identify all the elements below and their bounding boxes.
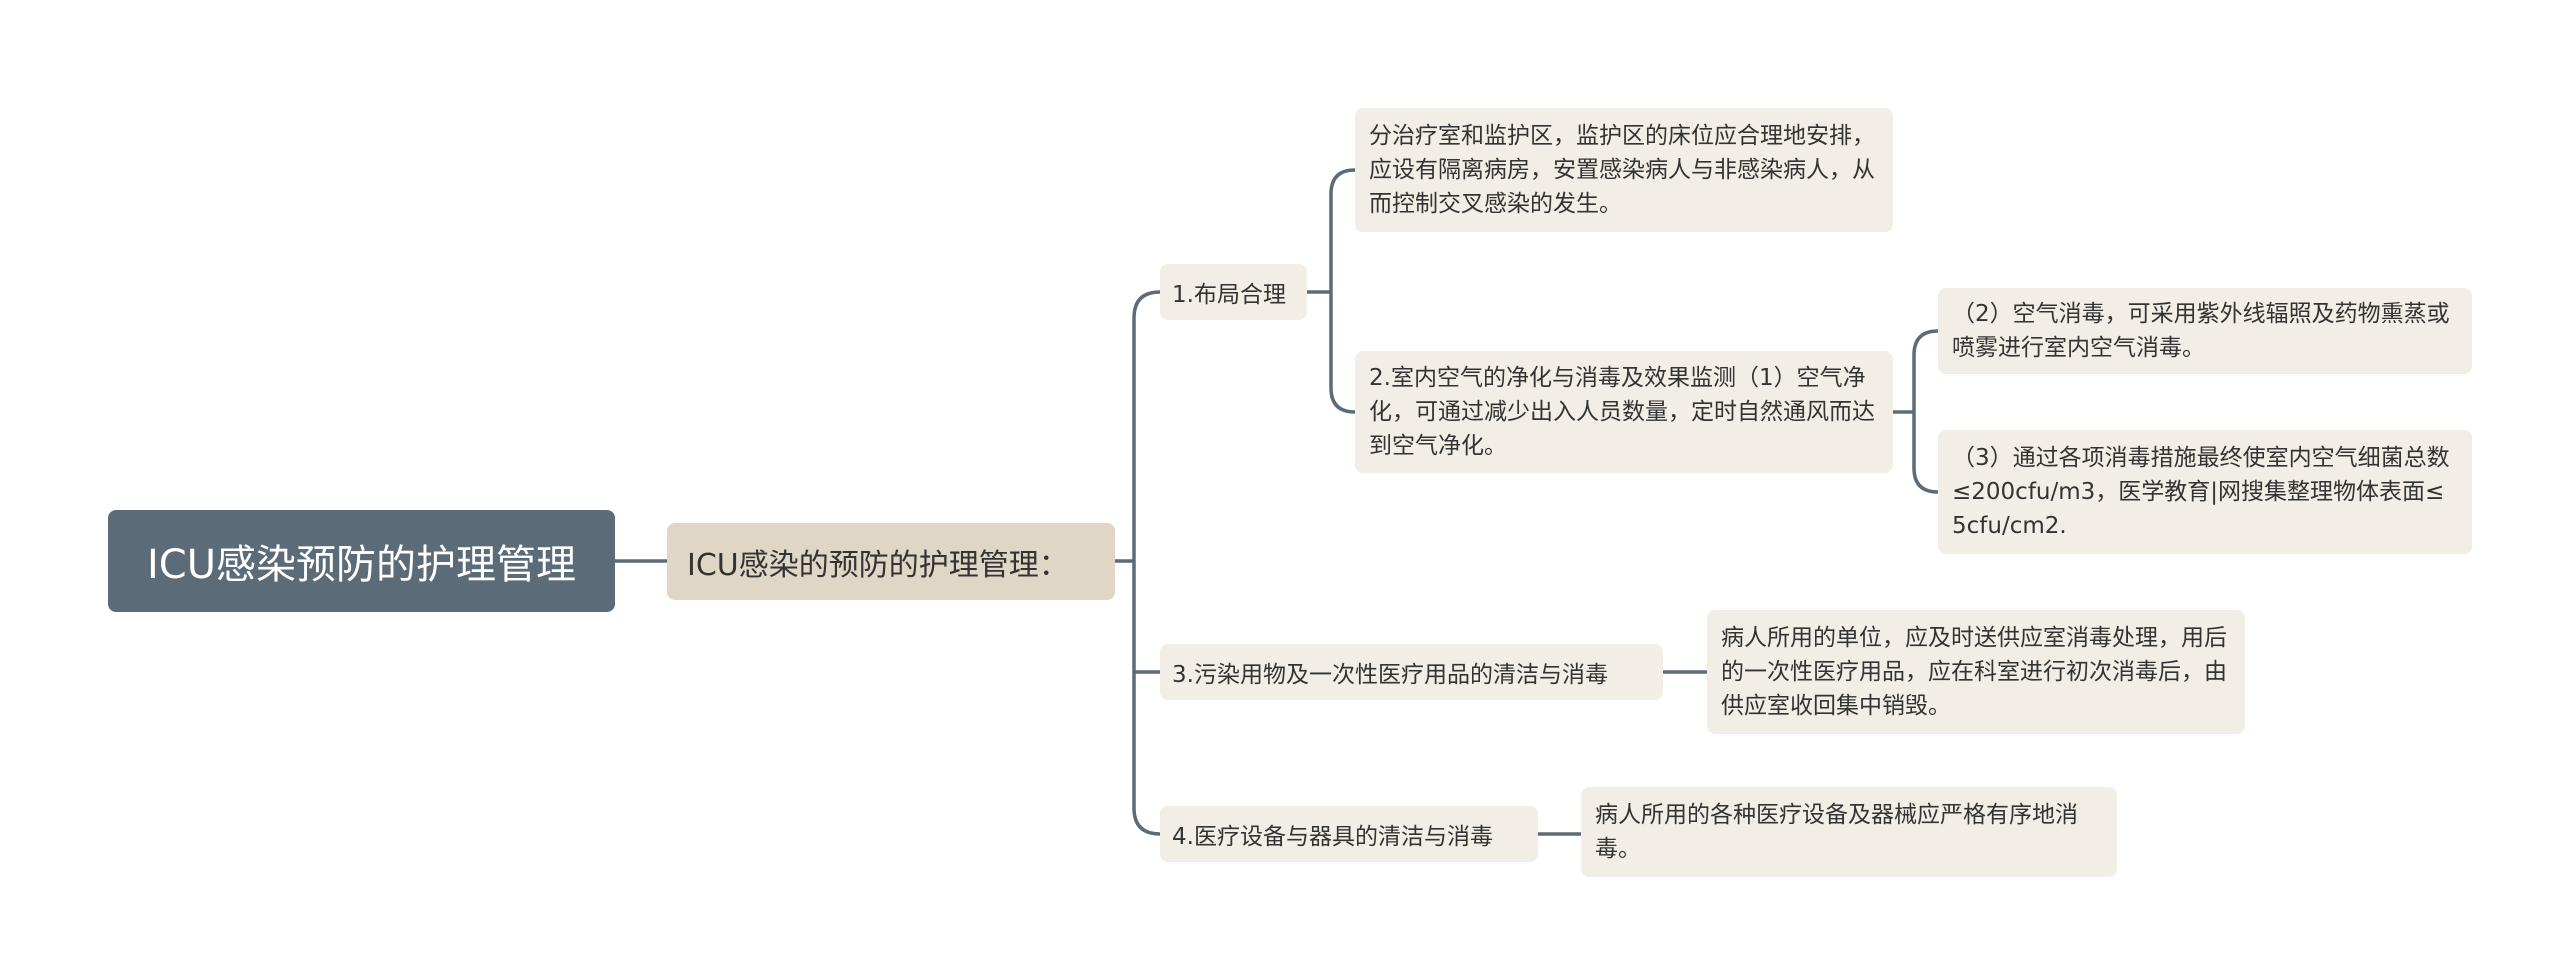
connector-branch1-children [1305, 168, 1357, 414]
branch-layout-label: 1.布局合理 [1172, 282, 1286, 308]
branch-contaminated-items-node[interactable]: 3.污染用物及一次性医疗用品的清洁与消毒 [1160, 644, 1663, 700]
branch-contaminated-items-label: 3.污染用物及一次性医疗用品的清洁与消毒 [1172, 662, 1608, 688]
node-air-purification-text: 2.室内空气的净化与消毒及效果监测（1）空气净化，可通过减少出入人员数量，定时自… [1369, 365, 1875, 459]
branch-layout-node[interactable]: 1.布局合理 [1160, 264, 1307, 320]
main-topic-label: ICU感染的预防的护理管理： [687, 547, 1069, 583]
leaf-equipment-detail-text: 病人所用的各种医疗设备及器械应严格有序地消毒。 [1595, 802, 2078, 862]
leaf-bacteria-limits[interactable]: （3）通过各项消毒措施最终使室内空气细菌总数≤200cfu/m3，医学教育|网搜… [1938, 430, 2472, 554]
root-node[interactable]: ICU感染预防的护理管理 [108, 510, 615, 612]
connector-main-branches [1113, 290, 1162, 836]
node-air-purification[interactable]: 2.室内空气的净化与消毒及效果监测（1）空气净化，可通过减少出入人员数量，定时自… [1355, 351, 1893, 473]
branch-equipment-label: 4.医疗设备与器具的清洁与消毒 [1172, 824, 1493, 850]
leaf-air-disinfection-text: （2）空气消毒，可采用紫外线辐照及药物熏蒸或喷雾进行室内空气消毒。 [1952, 301, 2450, 361]
main-topic-node[interactable]: ICU感染的预防的护理管理： [667, 523, 1115, 600]
leaf-air-disinfection[interactable]: （2）空气消毒，可采用紫外线辐照及药物熏蒸或喷雾进行室内空气消毒。 [1938, 288, 2472, 374]
leaf-layout-detail[interactable]: 分治疗室和监护区，监护区的床位应合理地安排，应设有隔离病房，安置感染病人与非感染… [1355, 108, 1893, 232]
leaf-contaminated-items-detail[interactable]: 病人所用的单位，应及时送供应室消毒处理，用后的一次性医疗用品，应在科室进行初次消… [1707, 610, 2245, 734]
leaf-contaminated-items-detail-text: 病人所用的单位，应及时送供应室消毒处理，用后的一次性医疗用品，应在科室进行初次消… [1721, 625, 2227, 719]
root-node-label: ICU感染预防的护理管理 [146, 542, 576, 588]
leaf-layout-detail-text: 分治疗室和监护区，监护区的床位应合理地安排，应设有隔离病房，安置感染病人与非感染… [1369, 123, 1875, 217]
leaf-bacteria-limits-text: （3）通过各项消毒措施最终使室内空气细菌总数≤200cfu/m3，医学教育|网搜… [1952, 445, 2450, 539]
leaf-equipment-detail[interactable]: 病人所用的各种医疗设备及器械应严格有序地消毒。 [1581, 787, 2117, 877]
connector-air-subchildren [1891, 329, 1940, 494]
branch-equipment-node[interactable]: 4.医疗设备与器具的清洁与消毒 [1160, 806, 1538, 862]
